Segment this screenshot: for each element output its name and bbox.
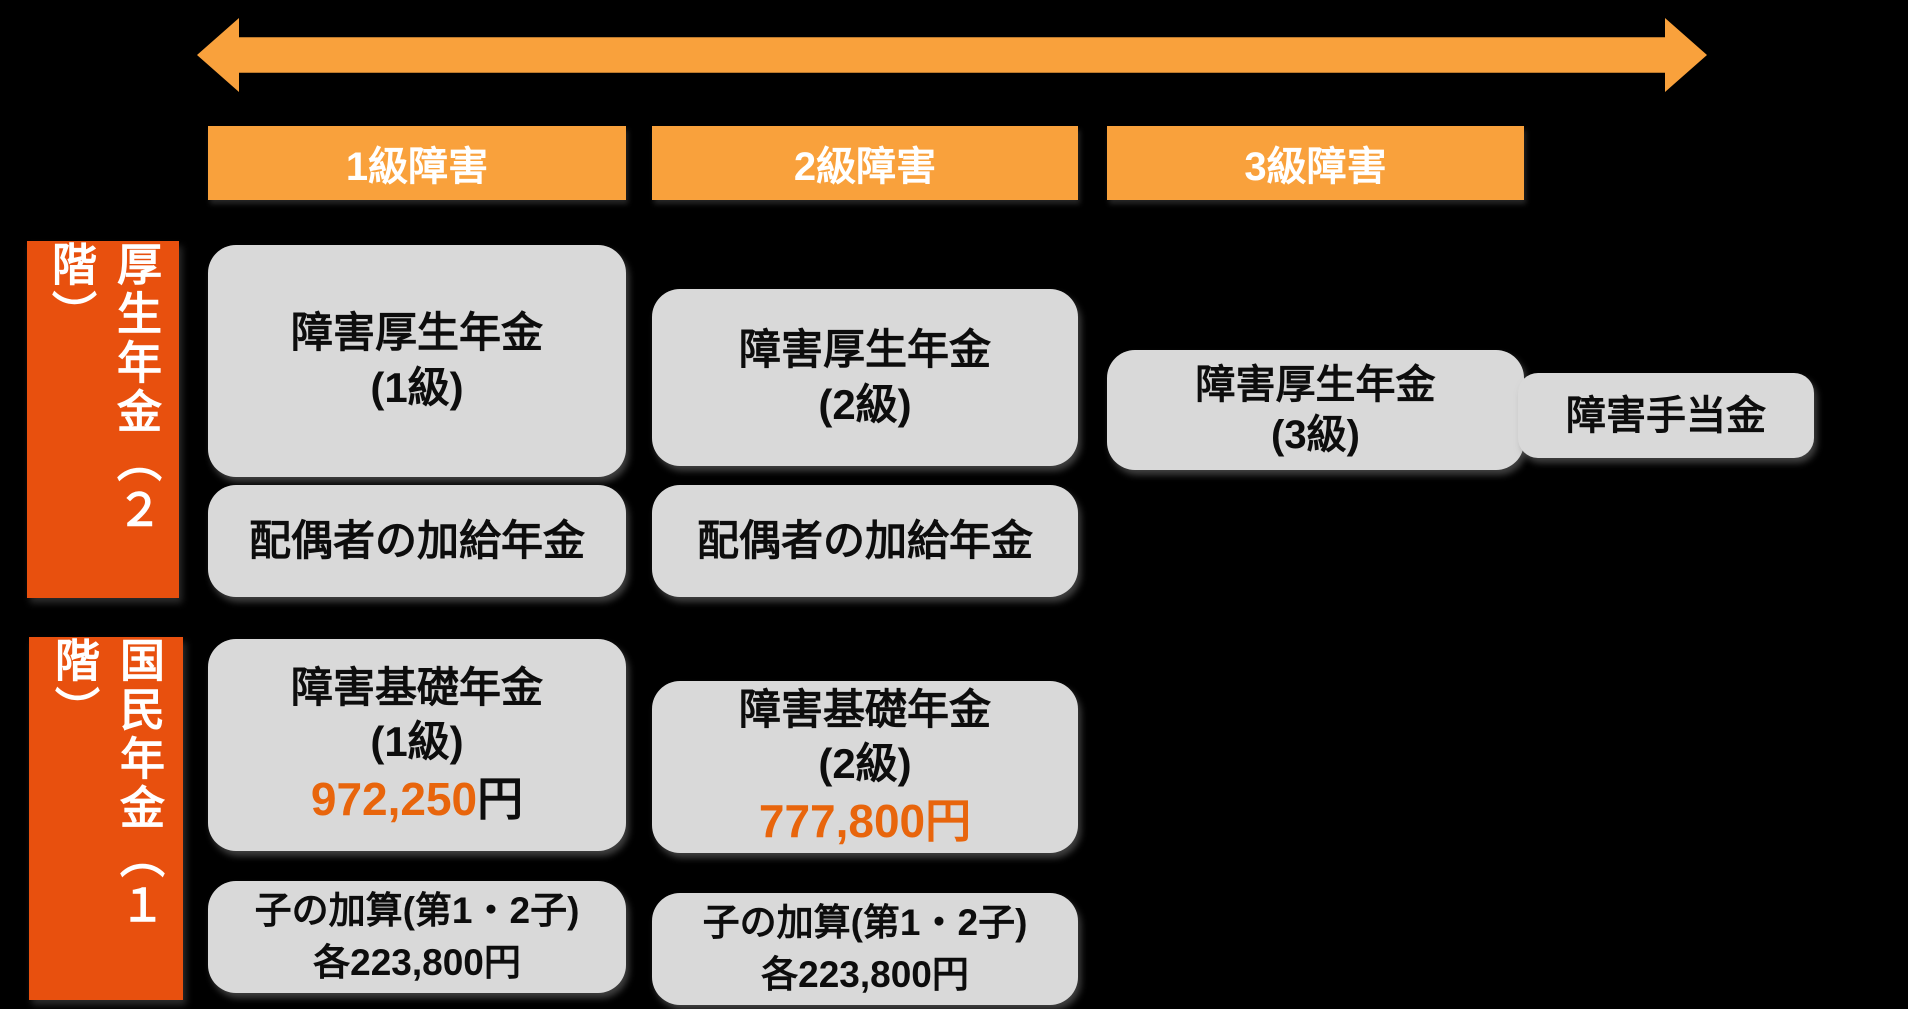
amount-unit: 円 [477,772,524,825]
header-grade3: 3級障害 [1107,126,1524,200]
box-child-addition-1-line1: 子の加算(第1・2子) [254,890,580,932]
row-label-kosei-nenkin-text: 厚生年金（２階） [45,241,161,535]
box-kosei-grade1-sub: (1級) [370,364,464,411]
box-kosei-grade3-title: 障害厚生年金 [1195,363,1436,407]
box-kiso-grade1: 障害基礎年金 (1級) 972,250円 [208,639,626,851]
box-spouse-addition-2-title: 配偶者の加給年金 [696,516,1033,564]
box-shogai-teatekin-title: 障害手当金 [1566,393,1766,438]
row-label-kokumin-nenkin: 国民年金（１階） [29,637,183,1000]
box-kosei-grade3-sub: (3級) [1271,413,1360,457]
box-child-addition-2: 子の加算(第1・2子) 各223,800円 [652,893,1078,1005]
header-grade1-label: 1級障害 [345,145,489,189]
box-spouse-addition-1-title: 配偶者の加給年金 [248,516,585,564]
box-kiso-grade2: 障害基礎年金 (2級) 777,800円 [652,681,1078,853]
box-child-addition-1-line2: 各223,800円 [313,942,521,983]
box-shogai-teatekin: 障害手当金 [1518,373,1814,458]
box-child-addition-2-line2: 各223,800円 [761,954,969,995]
box-child-addition-1: 子の加算(第1・2子) 各223,800円 [208,881,626,993]
header-grade3-label: 3級障害 [1244,145,1387,189]
box-spouse-addition-1: 配偶者の加給年金 [208,485,626,597]
header-grade1: 1級障害 [208,126,626,200]
header-grade2: 2級障害 [652,126,1078,200]
box-kiso-grade2-title: 障害基礎年金 [738,685,991,733]
bidirectional-arrow [197,18,1707,92]
box-child-addition-2-line1: 子の加算(第1・2子) [702,902,1028,944]
box-kosei-grade2: 障害厚生年金 (2級) [652,289,1078,466]
box-kiso-grade1-sub: (1級) [370,718,464,766]
amount-value: 972,250 [310,772,478,825]
row-label-kosei-nenkin: 厚生年金（２階） [27,241,179,598]
box-kosei-grade2-sub: (2級) [818,380,912,428]
box-kiso-grade2-sub: (2級) [818,740,912,788]
box-kiso-grade1-amount: 972,250円 [311,770,523,830]
box-kosei-grade2-title: 障害厚生年金 [738,325,991,373]
amount-value: 777,800円 [758,794,972,847]
box-kiso-grade2-amount: 777,800円 [759,792,971,852]
box-spouse-addition-2: 配偶者の加給年金 [652,485,1078,597]
box-kosei-grade3: 障害厚生年金 (3級) [1107,350,1524,470]
header-grade2-label: 2級障害 [793,145,937,189]
box-kiso-grade1-title: 障害基礎年金 [290,663,543,711]
row-label-kokumin-nenkin-text: 国民年金（１階） [48,637,164,931]
box-kosei-grade1: 障害厚生年金 (1級) [208,245,626,477]
box-kosei-grade1-title: 障害厚生年金 [290,309,543,357]
